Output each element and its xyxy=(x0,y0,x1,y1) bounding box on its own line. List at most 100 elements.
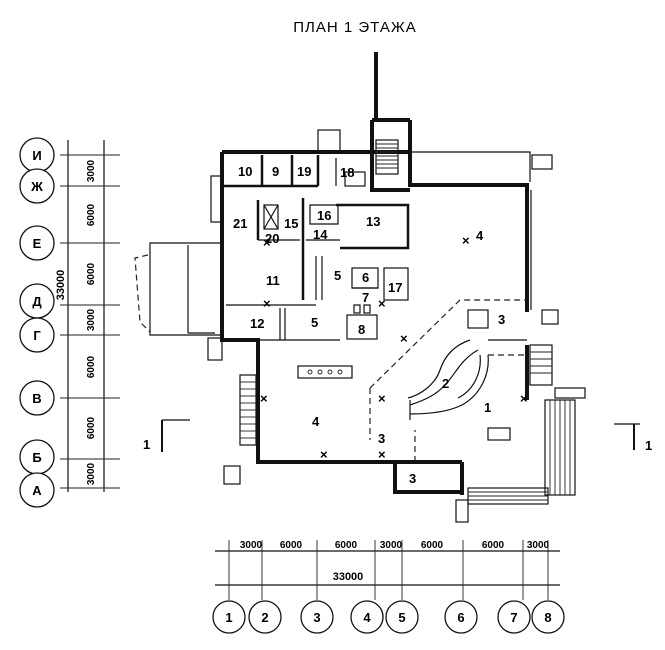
section-label: 1 xyxy=(143,437,150,452)
dimension-label: 3000 xyxy=(86,462,97,485)
dimension-label: 6000 xyxy=(421,540,444,551)
svg-text:×: × xyxy=(378,391,386,406)
svg-text:×: × xyxy=(400,331,408,346)
room-label: 12 xyxy=(250,316,264,331)
dimension-label: 3000 xyxy=(240,540,263,551)
room-label: 8 xyxy=(358,322,365,337)
axis-bubble: 2 xyxy=(248,600,282,634)
svg-text:×: × xyxy=(520,391,528,406)
dimension-label: 3000 xyxy=(380,540,403,551)
axis-bubble: Г xyxy=(19,317,55,353)
dimension-label: 3000 xyxy=(527,540,550,551)
svg-text:Ж: Ж xyxy=(30,179,43,194)
svg-text:И: И xyxy=(32,148,41,163)
left-axis-bubbles: И Ж Е Д Г В Б А xyxy=(19,137,55,508)
room-label: 13 xyxy=(366,214,380,229)
axis-bubble: 3 xyxy=(300,600,334,634)
plan-title: ПЛАН 1 ЭТАЖА xyxy=(293,19,416,36)
room-label: 4 xyxy=(476,228,484,243)
room-label: 18 xyxy=(340,165,354,180)
room-label: 20 xyxy=(265,231,279,246)
axis-bubble: 7 xyxy=(497,600,531,634)
svg-text:Е: Е xyxy=(33,236,42,251)
dimension-label: 6000 xyxy=(86,355,97,378)
room-label: 4 xyxy=(312,414,320,429)
total-dimension: 33000 xyxy=(333,571,364,583)
section-label: 1 xyxy=(645,438,652,453)
section-mark-right: 1 xyxy=(614,423,652,453)
room-label: 3 xyxy=(378,431,385,446)
dimension-label: 6000 xyxy=(335,540,358,551)
svg-text:А: А xyxy=(32,483,42,498)
room-label: 15 xyxy=(284,216,298,231)
room-label: 11 xyxy=(266,273,280,288)
dimension-label: 3000 xyxy=(86,308,97,331)
svg-text:4: 4 xyxy=(363,610,371,625)
svg-text:7: 7 xyxy=(510,610,517,625)
dimension-label: 6000 xyxy=(86,416,97,439)
dimension-label: 6000 xyxy=(482,540,505,551)
lobby-zone xyxy=(369,299,527,462)
svg-text:×: × xyxy=(378,296,386,311)
room-label: 5 xyxy=(334,268,341,283)
axis-bubble: 1 xyxy=(212,600,246,634)
svg-text:×: × xyxy=(263,296,271,311)
axis-bubble: А xyxy=(19,472,55,508)
terrace-outline xyxy=(410,151,532,310)
left-dimension-chain: 3000 6000 6000 3000 6000 6000 3000 33000 xyxy=(55,140,120,492)
room-label: 3 xyxy=(498,312,505,327)
room-labels: 1 2 3 3 3 4 4 5 5 6 7 8 9 10 11 12 13 14… xyxy=(233,164,505,486)
svg-text:8: 8 xyxy=(544,610,551,625)
svg-text:3: 3 xyxy=(313,610,320,625)
room-label: 5 xyxy=(311,315,318,330)
svg-text:×: × xyxy=(378,447,386,462)
svg-text:1: 1 xyxy=(225,610,232,625)
column-markers: × × × × × × × × × × xyxy=(260,233,528,462)
room-label: 14 xyxy=(313,227,328,242)
room-label: 17 xyxy=(388,280,402,295)
axis-bubble: 8 xyxy=(531,600,565,634)
axis-bubble: Б xyxy=(19,439,55,475)
room-label: 6 xyxy=(362,270,369,285)
bottom-axis-bubbles: 1 2 3 4 5 6 7 8 xyxy=(212,600,565,634)
dimension-label: 6000 xyxy=(86,203,97,226)
svg-text:×: × xyxy=(462,233,470,248)
axis-bubble: И xyxy=(19,137,55,173)
stairs xyxy=(223,129,586,523)
dimension-label: 3000 xyxy=(86,159,97,182)
axis-bubble: Ж xyxy=(19,168,55,204)
axis-bubble: 4 xyxy=(350,600,384,634)
svg-text:×: × xyxy=(320,447,328,462)
room-label: 16 xyxy=(317,208,331,223)
axis-bubble: Е xyxy=(19,225,55,261)
interior-partitions xyxy=(224,155,410,379)
svg-text:×: × xyxy=(260,391,268,406)
room-label: 9 xyxy=(272,164,279,179)
svg-text:6: 6 xyxy=(457,610,464,625)
room-label: 21 xyxy=(233,216,247,231)
room-label: 10 xyxy=(238,164,252,179)
room-label: 3 xyxy=(409,471,416,486)
svg-text:5: 5 xyxy=(398,610,405,625)
axis-bubble: Д xyxy=(19,283,55,319)
svg-text:2: 2 xyxy=(261,610,268,625)
svg-text:В: В xyxy=(32,391,41,406)
left-annex xyxy=(134,175,223,361)
room-label: 2 xyxy=(442,376,449,391)
svg-text:Д: Д xyxy=(32,294,42,309)
room-label: 7 xyxy=(362,290,369,305)
svg-text:Б: Б xyxy=(32,450,41,465)
total-dimension: 33000 xyxy=(55,270,67,301)
room-label: 1 xyxy=(484,400,491,415)
axis-bubble: В xyxy=(19,380,55,416)
svg-text:Г: Г xyxy=(33,328,41,343)
room-label: 19 xyxy=(297,164,311,179)
bottom-dimension-chain: 3000 6000 6000 3000 6000 6000 3000 33000 xyxy=(215,540,560,600)
dimension-label: 6000 xyxy=(86,262,97,285)
axis-bubble: 6 xyxy=(444,600,478,634)
svg-text:×: × xyxy=(263,235,271,250)
dimension-label: 6000 xyxy=(280,540,303,551)
section-mark-left: 1 xyxy=(143,419,190,452)
axis-bubble: 5 xyxy=(385,600,419,634)
